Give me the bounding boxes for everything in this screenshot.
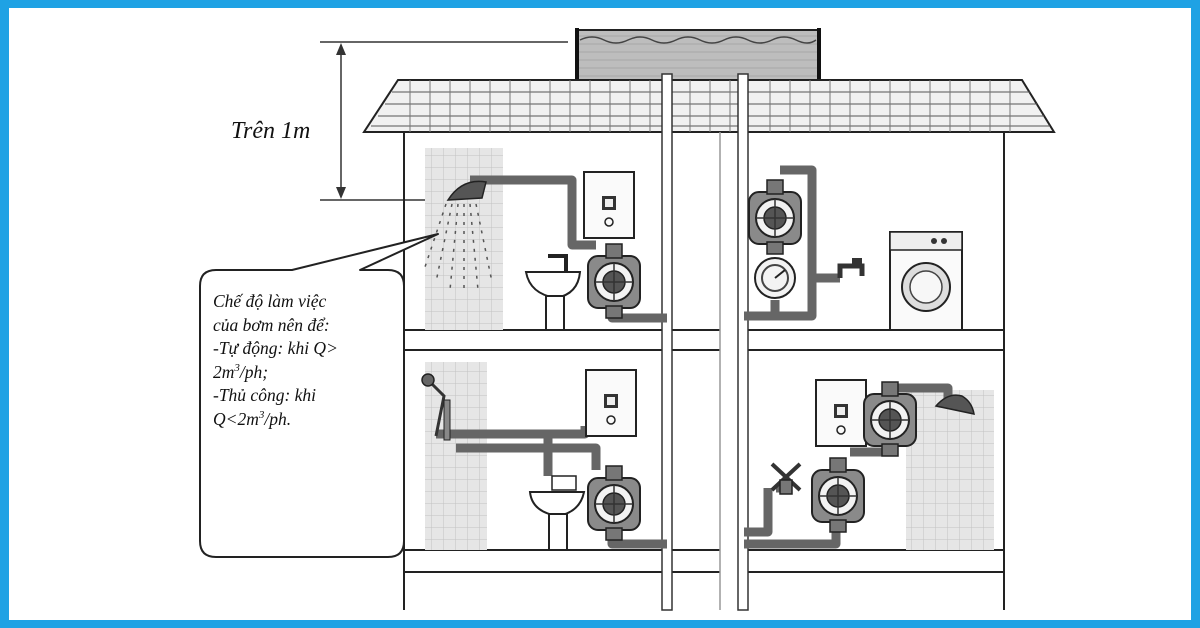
note-line-6-rest: /ph.	[264, 408, 292, 429]
pressure-gauge-icon	[754, 257, 796, 299]
plumbing-diagram	[199, 28, 1056, 611]
note-line-4-sup: 3	[234, 361, 240, 374]
water-pump-icon	[587, 465, 641, 541]
washing-machine-icon	[889, 231, 963, 331]
faucet-icon	[837, 258, 865, 278]
height-dimension	[320, 41, 568, 201]
note-line-1: Chế độ làm việc	[213, 291, 327, 311]
callout-bubble	[199, 233, 439, 558]
note-line-3: -Tự động: khi Q>	[213, 338, 338, 358]
diagram-frame: Trên 1m Chế độ làm việc của bơm nên để: …	[9, 8, 1191, 620]
water-pump-icon	[587, 243, 641, 319]
note-line-4: 2m3/ph;	[213, 361, 405, 385]
note-line-4-base: 2m	[213, 361, 235, 382]
roof-tiles-icon	[362, 79, 1056, 133]
note-line-4-rest: /ph;	[239, 361, 269, 382]
note-line-6-base: Q<2m	[213, 408, 259, 429]
water-tank-icon	[575, 28, 821, 86]
shower-head-icon	[934, 394, 975, 415]
tile-wall-lower-right	[906, 390, 994, 550]
shower-head-icon	[423, 180, 493, 292]
washbasin-icon	[524, 254, 582, 331]
tile-wall-upper-left	[425, 148, 503, 330]
water-heater-icon	[583, 171, 635, 239]
valve-icon	[770, 462, 802, 495]
water-heater-icon	[585, 369, 637, 437]
washer-pipes	[744, 165, 840, 321]
pump-mode-note: Chế độ làm việc của bơm nên để: -Tự động…	[213, 290, 405, 431]
tile-wall-lower-left	[425, 362, 487, 550]
note-line-6-sup: 3	[258, 408, 265, 421]
height-label: Trên 1m	[231, 118, 311, 144]
water-pump-icon	[811, 457, 865, 533]
note-line-6: Q<2m3/ph.	[213, 408, 405, 432]
water-heater-icon	[815, 379, 867, 447]
note-line-2: của bơm nên để:	[213, 314, 330, 335]
water-pump-icon	[748, 179, 802, 255]
main-supply-pipes	[661, 73, 749, 611]
note-line-5: -Thủ công: khi	[213, 385, 317, 405]
handheld-shower-icon	[421, 373, 451, 441]
washbasin-icon	[528, 475, 586, 551]
